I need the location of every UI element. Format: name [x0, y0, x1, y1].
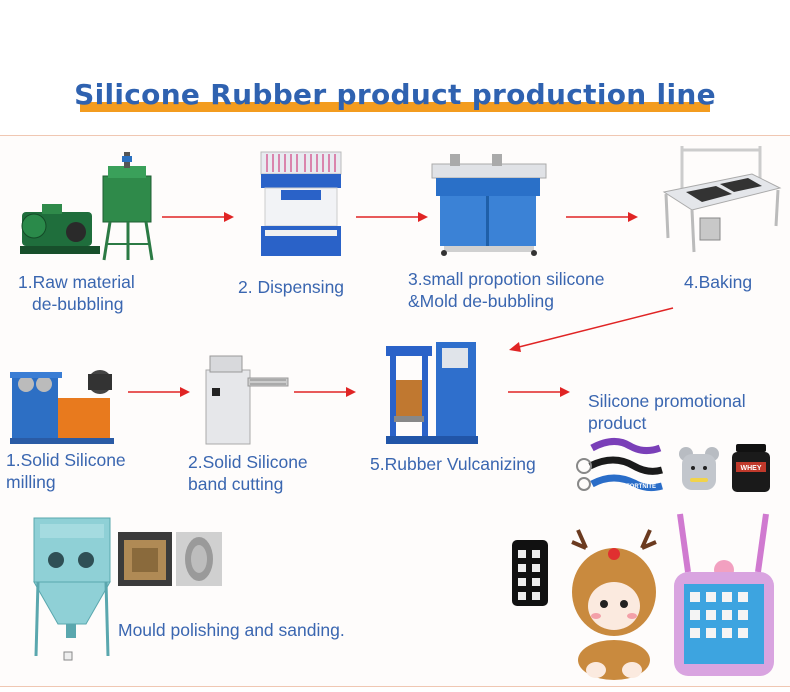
tablet-case-icon [674, 513, 774, 676]
mould-sample-steel-icon [176, 532, 222, 586]
title-underline-bar [80, 102, 710, 112]
step-baking-label: 4.Baking [684, 272, 753, 292]
arrow-1-to-2 [162, 212, 234, 222]
mould-polishing-label: Mould polishing and sanding. [118, 620, 345, 640]
band-cutting-machine-icon [205, 355, 289, 445]
band-cutting-line2: band cutting [188, 474, 284, 494]
debubbling-machine-icon [431, 154, 547, 256]
step-raw-material-label: 1.Raw material de-bubbling [18, 271, 135, 315]
page-title-overlay: Silicone Rubber product production line [74, 78, 716, 111]
whey-label: WHEY [741, 465, 762, 472]
solid-milling-line1: 1.Solid Silicone [6, 450, 126, 470]
arrow-2-to-3 [356, 212, 428, 222]
arrow-cutting-to-vulcanizing [294, 387, 356, 397]
promotional-line2: product [588, 413, 647, 433]
arrow-milling-to-cutting [128, 387, 190, 397]
step-small-propotion-label: 3.small propotion silicone &Mold de-bubb… [408, 268, 605, 312]
raw-material-line2: de-bubbling [32, 294, 124, 314]
promotional-product-label: Silicone promotional product [588, 390, 746, 434]
promotional-line1: Silicone promotional [588, 391, 746, 411]
phone-case-icon [512, 540, 548, 606]
raw-material-line1: 1.Raw material [18, 272, 135, 292]
step-solid-milling-label: 1.Solid Silicone milling [6, 449, 126, 493]
whey-container-case-icon: WHEY [732, 444, 770, 492]
small-propotion-line1: 3.small propotion silicone [408, 269, 605, 289]
reindeer-silicone-toy-icon [571, 529, 657, 680]
small-propotion-line2: &Mold de-bubbling [408, 291, 554, 311]
vulcanizing-press-icon [386, 342, 478, 444]
dispensing-machine-icon [260, 151, 342, 256]
band-cutting-line1: 2.Solid Silicone [188, 452, 308, 472]
step-vulcanizing-label: 5.Rubber Vulcanizing [370, 454, 536, 474]
lanyard-keychains-icon: FORTNITE [576, 438, 663, 492]
arrow-4-to-5 [509, 307, 674, 352]
arrow-vulcanizing-to-product [508, 387, 570, 397]
baking-table-icon [662, 146, 782, 253]
solid-milling-line2: milling [6, 472, 56, 492]
fortnite-label: FORTNITE [626, 484, 656, 490]
mouse-airpods-case-icon [679, 447, 719, 490]
mould-sample-brass-icon [118, 532, 172, 586]
vacuum-pump-machine-icon [20, 152, 154, 261]
two-roll-mill-machine-icon [10, 370, 114, 444]
step-dispensing-label: 2. Dispensing [238, 277, 345, 297]
sandblasting-cabinet-icon [33, 517, 111, 661]
arrow-3-to-4 [566, 212, 638, 222]
step-band-cutting-label: 2.Solid Silicone band cutting [188, 451, 308, 495]
